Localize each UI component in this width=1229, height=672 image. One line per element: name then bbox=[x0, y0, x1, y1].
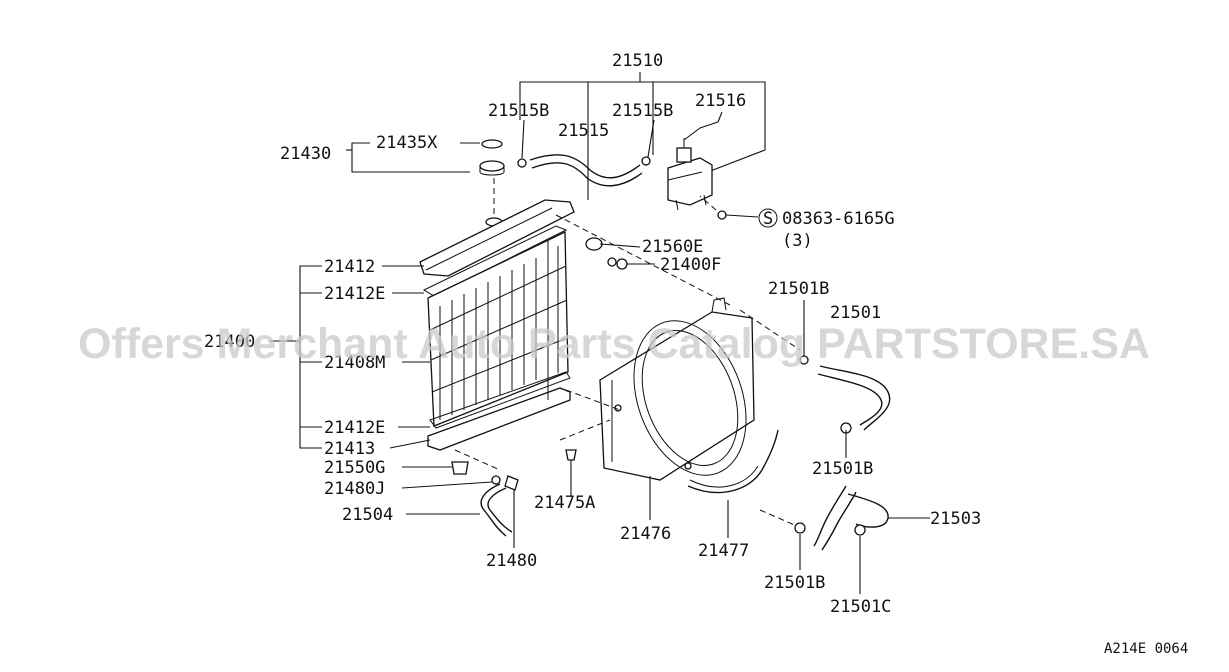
fan-shroud bbox=[599, 297, 755, 481]
shroud-clip bbox=[565, 449, 577, 496]
drain-parts bbox=[451, 449, 519, 548]
reservoir-bracket-lines bbox=[519, 72, 766, 200]
watermark: Offers Merchant Auto Parts Catalog PARTS… bbox=[78, 320, 1150, 368]
reservoir-screw bbox=[699, 195, 759, 220]
label-21408M: 21408M bbox=[324, 353, 385, 373]
label-21516: 21516 bbox=[695, 91, 746, 111]
label-21510: 21510 bbox=[612, 51, 663, 71]
label-21413: 21413 bbox=[324, 439, 375, 459]
label-21501B-top: 21501B bbox=[768, 279, 829, 299]
label-21480: 21480 bbox=[486, 551, 537, 571]
reservoir-hose bbox=[529, 154, 643, 187]
label-21435X: 21435X bbox=[376, 133, 438, 153]
label-21480J: 21480J bbox=[324, 479, 385, 499]
label-21515: 21515 bbox=[558, 121, 609, 141]
label-screw-symbol: S bbox=[763, 209, 773, 229]
shroud-dashes bbox=[555, 214, 801, 441]
label-21550G: 21550G bbox=[324, 458, 385, 478]
label-21515B-right: 21515B bbox=[612, 101, 673, 121]
label-21504: 21504 bbox=[342, 505, 393, 525]
label-21412E-bottom: 21412E bbox=[324, 418, 385, 438]
radiator-core bbox=[419, 199, 655, 451]
hose-clamps bbox=[517, 156, 651, 168]
radiator-cap bbox=[346, 139, 505, 227]
label-21412E-top: 21412E bbox=[324, 284, 385, 304]
reservoir-tank bbox=[667, 121, 719, 211]
label-21501B-mid: 21501B bbox=[812, 459, 873, 479]
label-21560E: 21560E bbox=[642, 237, 703, 257]
label-21430: 21430 bbox=[280, 144, 331, 164]
label-screw-code: 08363-6165G bbox=[782, 209, 895, 229]
lower-hose bbox=[794, 485, 889, 551]
upper-hose bbox=[799, 355, 891, 434]
label-21503: 21503 bbox=[930, 509, 981, 529]
label-21400: 21400 bbox=[204, 332, 255, 352]
label-21501: 21501 bbox=[830, 303, 881, 323]
label-21475A: 21475A bbox=[534, 493, 595, 513]
label-21501C: 21501C bbox=[830, 597, 891, 617]
label-21412: 21412 bbox=[324, 257, 375, 277]
label-screw-qty: (3) bbox=[782, 231, 813, 251]
label-21501B-bottom: 21501B bbox=[764, 573, 825, 593]
screw-symbol bbox=[758, 208, 778, 228]
diagram-reference: A214E 0064 bbox=[1104, 641, 1188, 657]
label-21515B-left: 21515B bbox=[488, 101, 549, 121]
leader-lines bbox=[270, 111, 930, 594]
label-21476: 21476 bbox=[620, 524, 671, 544]
label-21400F: 21400F bbox=[660, 255, 721, 275]
label-21477: 21477 bbox=[698, 541, 749, 561]
